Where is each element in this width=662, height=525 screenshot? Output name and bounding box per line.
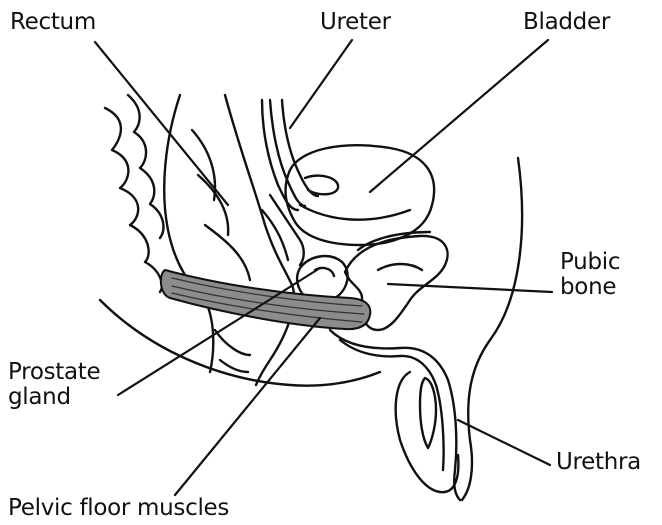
label-pelvic-floor-muscles: Pelvic floor muscles — [8, 496, 229, 521]
sacrum-inner — [128, 95, 163, 238]
leader-bladder — [370, 40, 548, 192]
abdominal-wall — [462, 158, 522, 500]
ureters — [262, 100, 318, 210]
label-pubic-bone: Pubic bone — [560, 250, 620, 301]
pelvic-floor-muscles — [161, 270, 370, 329]
leader-pubic — [388, 284, 552, 292]
label-rectum: Rectum — [10, 10, 96, 35]
label-urethra: Urethra — [556, 450, 641, 475]
scrotum — [396, 372, 459, 492]
label-ureter: Ureter — [320, 10, 391, 35]
label-pubic-bone-line2: bone — [560, 275, 620, 300]
label-prostate-gland-line1: Prostate — [8, 360, 100, 385]
label-bladder: Bladder — [523, 10, 610, 35]
label-prostate-gland-line2: gland — [8, 385, 100, 410]
label-prostate-gland: Prostate gland — [8, 360, 100, 411]
leader-rectum — [95, 42, 228, 205]
leader-ureter — [290, 40, 352, 128]
bladder — [262, 145, 434, 265]
label-pubic-bone-line1: Pubic — [560, 250, 620, 275]
